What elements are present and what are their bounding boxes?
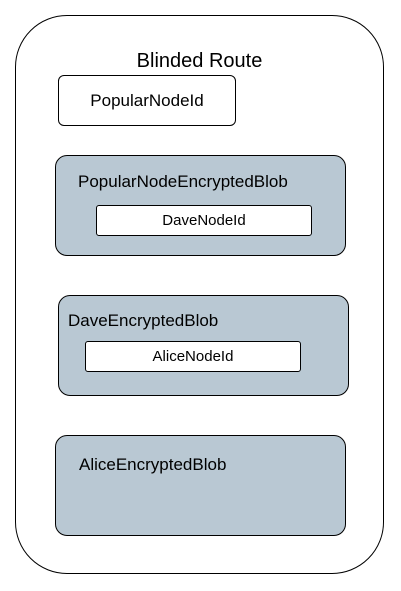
dave-encrypted-blob-label: DaveEncryptedBlob [68, 311, 219, 330]
alice-encrypted-blob-label: AliceEncryptedBlob [79, 455, 227, 474]
dave-node-id-box: DaveNodeId [96, 205, 312, 236]
popular-node-encrypted-blob: PopularNodeEncryptedBlob DaveNodeId [55, 155, 346, 256]
popular-node-encrypted-blob-label: PopularNodeEncryptedBlob [78, 172, 288, 191]
popular-node-id-box: PopularNodeId [58, 75, 236, 126]
popular-node-id-label: PopularNodeId [90, 91, 204, 110]
diagram-title: Blinded Route [136, 50, 263, 72]
alice-encrypted-blob: AliceEncryptedBlob [55, 435, 346, 536]
dave-encrypted-blob: DaveEncryptedBlob AliceNodeId [58, 295, 349, 396]
alice-node-id-box: AliceNodeId [85, 341, 301, 372]
